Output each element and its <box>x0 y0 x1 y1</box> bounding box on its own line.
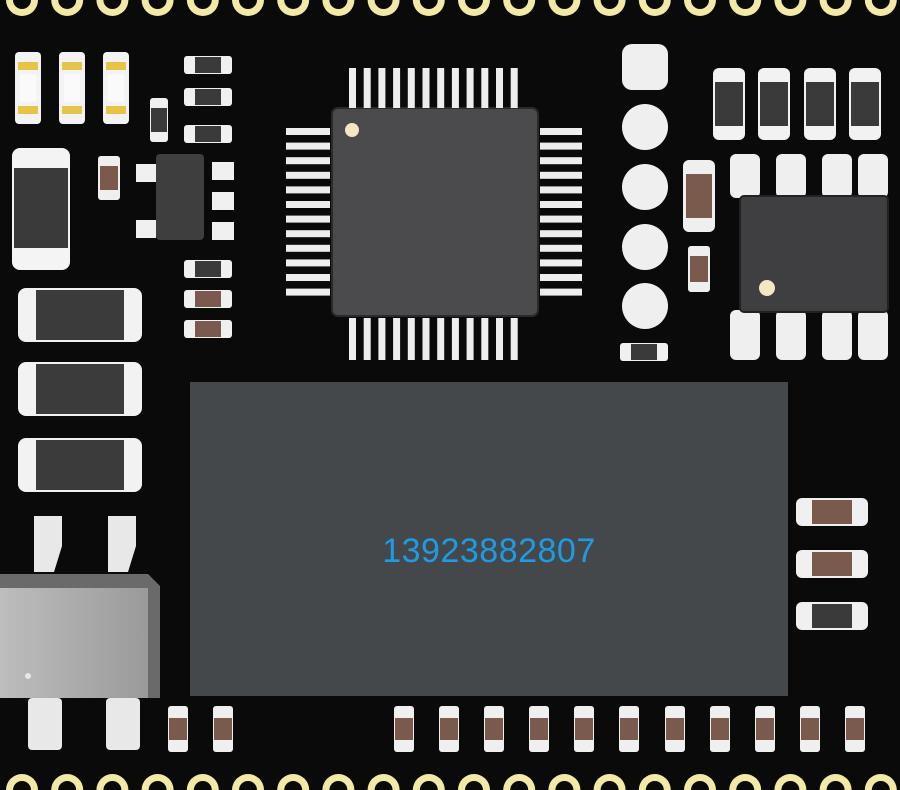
top-castellations <box>6 0 897 16</box>
sot223-transistor <box>0 516 160 750</box>
small-resistors-top <box>150 56 232 143</box>
small-resistors-mid <box>184 260 232 338</box>
capacitors-top-right <box>713 68 881 140</box>
inductor-left <box>12 148 70 270</box>
bottom-resistor-row <box>168 706 865 752</box>
top-left-leds <box>15 52 129 124</box>
resistors-right <box>796 498 868 630</box>
resistors-near-soic <box>683 160 715 292</box>
bottom-castellations <box>6 774 897 790</box>
power-components-left <box>18 288 142 492</box>
soic8-flash <box>730 154 889 360</box>
shield-can <box>190 382 788 696</box>
resistor-vertical-small <box>98 156 120 200</box>
shield-can-label: 13923882807 <box>382 532 596 570</box>
sot23-regulator <box>136 154 234 240</box>
qfp-mcu <box>286 68 582 360</box>
test-pads <box>620 44 668 361</box>
